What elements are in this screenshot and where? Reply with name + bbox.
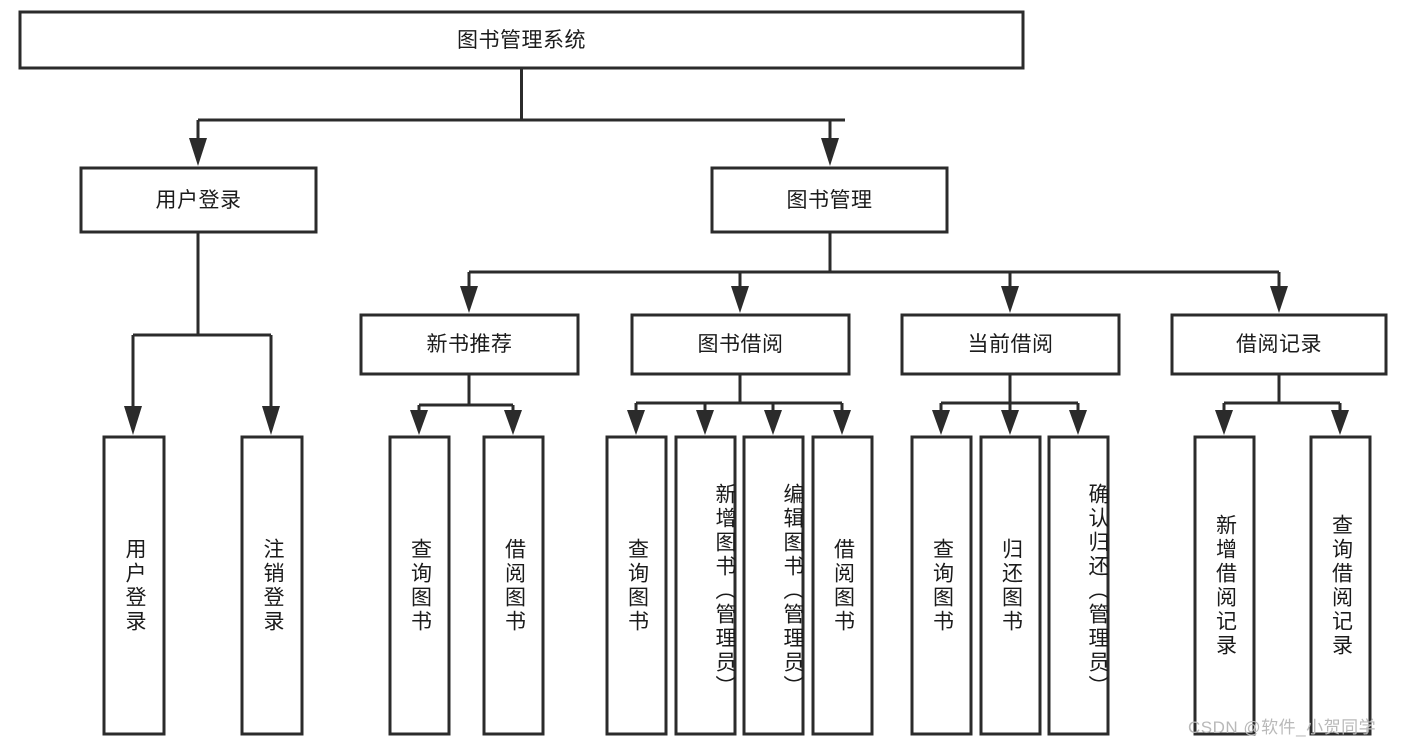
node-box-leaf-return-book[interactable] <box>979 435 1042 736</box>
arrow-head-leaf-return-book <box>1001 410 1019 435</box>
node-label-leaf-add-record: 新增借阅记录 <box>1213 513 1237 658</box>
connector-group-book-manage <box>460 232 1288 313</box>
arrow-head-leaf-query-book-3 <box>932 410 950 435</box>
node-label-borrow-record: 借阅记录 <box>1236 333 1322 356</box>
node-box-current-borrow[interactable] <box>900 313 1121 376</box>
node-box-leaf-query-record[interactable] <box>1309 435 1372 736</box>
node-box-leaf-user-login[interactable] <box>102 435 166 736</box>
arrow-head-leaf-query-book-1 <box>410 410 428 435</box>
connector-group-root <box>189 68 845 166</box>
node-label-leaf-user-logout: 注销登录 <box>261 537 285 634</box>
arrow-head-book-borrow <box>731 286 749 313</box>
node-box-leaf-add-record[interactable] <box>1193 435 1256 736</box>
node-label-leaf-query-record: 查询借阅记录 <box>1329 513 1353 658</box>
node-label-user-login: 用户登录 <box>155 188 242 212</box>
arrow-head-new-book-recommend <box>460 286 478 313</box>
node-box-leaf-user-logout[interactable] <box>240 435 304 736</box>
node-label-new-book-recommend: 新书推荐 <box>426 333 513 356</box>
arrow-head-leaf-borrow-book-2 <box>833 410 851 435</box>
connector-group-new-book-recommend <box>410 374 522 435</box>
node-box-user-login[interactable] <box>79 166 318 234</box>
node-label-leaf-query-book-1: 查询图书 <box>408 537 432 634</box>
arrow-head-user-login <box>189 138 207 166</box>
arrow-head-borrow-record <box>1270 286 1288 313</box>
arrow-head-leaf-confirm-return <box>1069 410 1087 435</box>
arrow-head-leaf-add-book <box>696 410 714 435</box>
node-box-leaf-borrow-book-1[interactable] <box>482 435 545 736</box>
arrow-head-leaf-user-login <box>124 406 142 435</box>
node-label-root: 图书管理系统 <box>457 28 586 52</box>
arrow-head-leaf-add-record <box>1215 410 1233 435</box>
node-label-book-manage: 图书管理 <box>786 188 873 212</box>
node-box-root[interactable] <box>18 10 1025 70</box>
node-label-leaf-return-book: 归还图书 <box>999 537 1023 634</box>
node-box-leaf-query-book-3[interactable] <box>910 435 973 736</box>
arrow-head-book-manage <box>821 138 839 166</box>
node-label-leaf-borrow-book-1: 借阅图书 <box>502 537 526 634</box>
node-box-new-book-recommend[interactable] <box>359 313 580 376</box>
node-label-leaf-confirm-return: 确认归还（管理员） <box>1086 482 1108 699</box>
connector-group-current-borrow <box>932 374 1087 435</box>
node-box-leaf-confirm-return[interactable] <box>1047 435 1110 736</box>
node-box-leaf-add-book[interactable] <box>674 435 737 736</box>
connector-group-user-login <box>124 232 280 435</box>
node-label-leaf-query-book-3: 查询图书 <box>930 537 954 634</box>
arrow-head-leaf-query-record <box>1331 410 1349 435</box>
node-box-leaf-borrow-book-2[interactable] <box>811 435 874 736</box>
node-label-leaf-query-book-2: 查询图书 <box>625 537 649 634</box>
arrow-head-leaf-user-logout <box>262 406 280 435</box>
node-box-borrow-record[interactable] <box>1170 313 1388 376</box>
node-label-leaf-borrow-book-2: 借阅图书 <box>831 537 855 634</box>
watermark-text: CSDN @软件_小贺同学 <box>1188 718 1377 737</box>
node-box-book-manage[interactable] <box>710 166 949 234</box>
node-box-book-borrow[interactable] <box>630 313 851 376</box>
node-label-leaf-edit-book: 编辑图书（管理员） <box>781 482 803 699</box>
node-label-leaf-add-book: 新增图书（管理员） <box>713 482 735 699</box>
connector-group-book-borrow <box>627 374 851 435</box>
node-box-leaf-query-book-2[interactable] <box>605 435 668 736</box>
arrow-head-leaf-edit-book <box>764 410 782 435</box>
arrow-head-current-borrow <box>1001 286 1019 313</box>
arrow-head-leaf-borrow-book-1 <box>504 410 522 435</box>
node-label-leaf-user-login: 用户登录 <box>123 537 147 634</box>
connector-group-borrow-record <box>1215 374 1349 435</box>
node-box-leaf-query-book-1[interactable] <box>388 435 451 736</box>
node-box-leaf-edit-book[interactable] <box>742 435 805 736</box>
node-label-current-borrow: 当前借阅 <box>967 333 1054 356</box>
arrow-head-leaf-query-book-2 <box>627 410 645 435</box>
node-label-book-borrow: 图书借阅 <box>697 333 784 356</box>
